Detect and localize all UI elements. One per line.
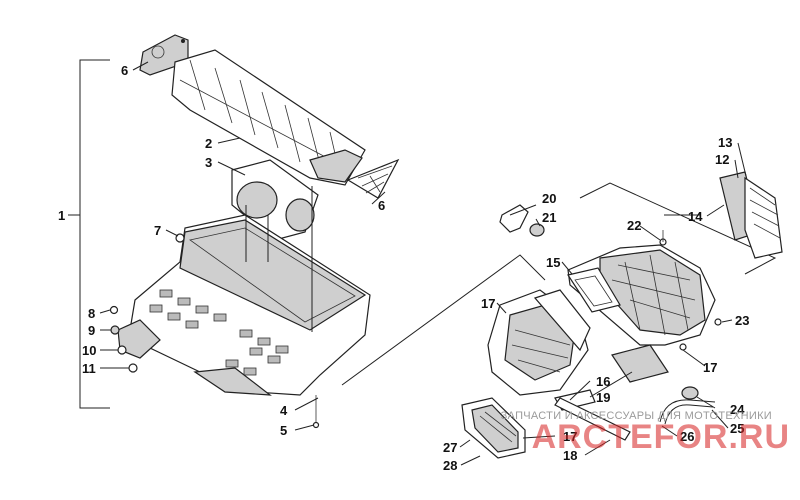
callout-8: 8 bbox=[88, 306, 95, 321]
callout-23: 23 bbox=[735, 313, 749, 328]
callout-4: 4 bbox=[280, 403, 288, 418]
callout-17-left: 17 bbox=[481, 296, 495, 311]
callout-22: 22 bbox=[627, 218, 641, 233]
leader-lines bbox=[99, 61, 747, 466]
intake-cover bbox=[461, 397, 526, 459]
callout-10: 10 bbox=[82, 343, 96, 358]
callout-20: 20 bbox=[542, 191, 556, 206]
gasket-right bbox=[346, 158, 400, 199]
callout-17-right: 17 bbox=[703, 360, 717, 375]
callout-12: 12 bbox=[715, 152, 729, 167]
silencer-body bbox=[487, 289, 591, 396]
callout-19: 19 bbox=[596, 390, 610, 405]
clamp-hose bbox=[554, 389, 631, 441]
callout-3: 3 bbox=[205, 155, 212, 170]
callout-26: 26 bbox=[680, 429, 694, 444]
callout-24: 24 bbox=[730, 402, 745, 417]
filter-panel bbox=[579, 171, 783, 275]
watermark-logo: ARCTEFOR.RU bbox=[531, 418, 790, 456]
callout-9: 9 bbox=[88, 323, 95, 338]
callout-25: 25 bbox=[730, 421, 744, 436]
assembly-bracket bbox=[68, 59, 110, 409]
belly-pan bbox=[117, 214, 371, 396]
callout-11: 11 bbox=[82, 361, 96, 376]
callout-5: 5 bbox=[280, 423, 287, 438]
callout-14: 14 bbox=[688, 209, 703, 224]
callout-27: 27 bbox=[443, 440, 457, 455]
airbox-housing bbox=[567, 244, 716, 346]
callout-6-upper: 6 bbox=[121, 63, 128, 78]
intake-duct bbox=[171, 49, 366, 186]
callout-6-right: 6 bbox=[378, 198, 385, 213]
callout-16: 16 bbox=[596, 374, 610, 389]
callout-7: 7 bbox=[154, 223, 161, 238]
callout-21: 21 bbox=[542, 210, 556, 225]
assembly-guides bbox=[245, 186, 313, 332]
watermark-caption: ЗАПЧАСТИ И АКСЕССУАРЫ ДЛЯ МОТОТЕХНИКИ bbox=[500, 410, 772, 422]
callout-13: 13 bbox=[718, 135, 732, 150]
callout-15: 15 bbox=[546, 255, 560, 270]
belly-pan-slots bbox=[149, 289, 289, 376]
grommet-hose bbox=[659, 386, 716, 425]
breather-elbow bbox=[499, 204, 545, 237]
gasket-plate bbox=[611, 344, 669, 383]
callout-17-bottom: 17 bbox=[563, 429, 577, 444]
callout-labels: 1 2 3 4 5 6 6 7 8 9 10 11 12 13 14 15 16… bbox=[58, 63, 749, 473]
callout-18: 18 bbox=[563, 448, 577, 463]
callout-2: 2 bbox=[205, 136, 212, 151]
callout-1: 1 bbox=[58, 208, 65, 223]
callout-28: 28 bbox=[443, 458, 457, 473]
